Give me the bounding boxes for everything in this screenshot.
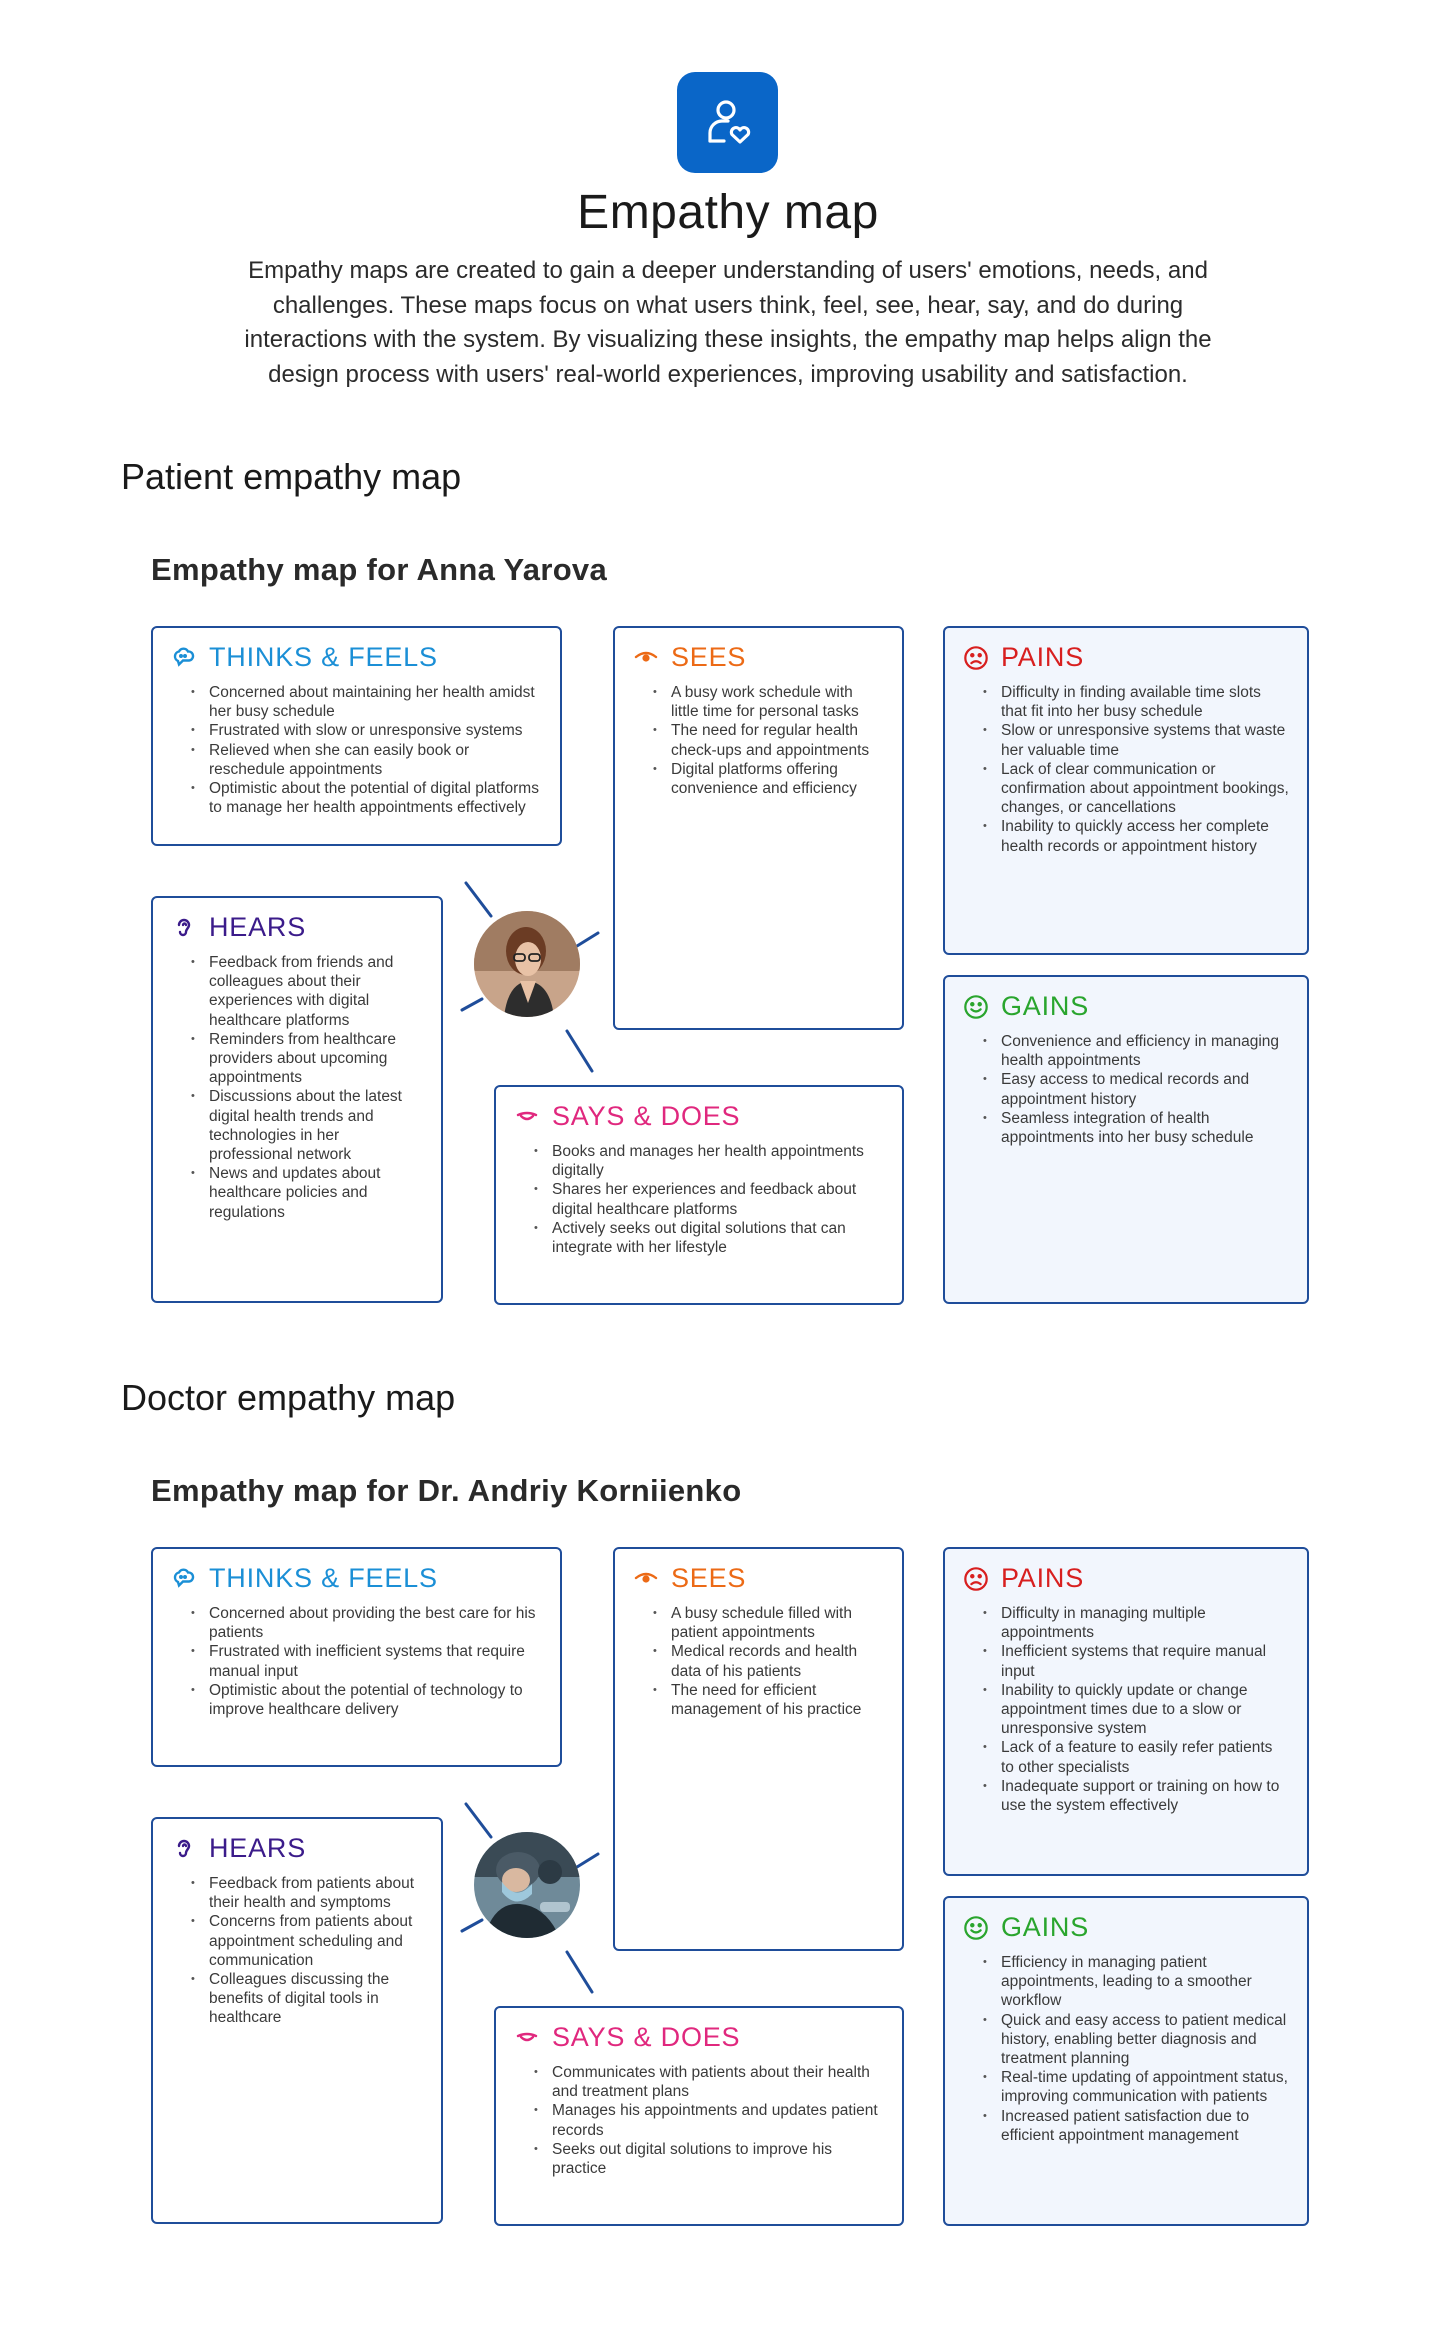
list-item: Discussions about the latest digital hea… (191, 1087, 423, 1164)
list-item: A busy schedule filled with patient appo… (653, 1604, 884, 1642)
mouth-icon (514, 2025, 540, 2051)
card-label: THINKS & FEELS (209, 1563, 438, 1593)
patient-gains-card: GAINS Convenience and efficiency in mana… (943, 975, 1309, 1304)
sad-face-icon (963, 645, 989, 671)
list-item: Lack of clear communication or confirmat… (983, 760, 1289, 818)
list-item: The need for regular health check-ups an… (653, 721, 884, 759)
list-item: Manages his appointments and updates pat… (534, 2101, 884, 2139)
list-item: Difficulty in managing multiple appointm… (983, 1604, 1289, 1642)
doctor-avatar (474, 1832, 580, 1938)
list-item: Concerned about maintaining her health a… (191, 683, 542, 721)
patient-pains-card: PAINS Difficulty in finding available ti… (943, 626, 1309, 955)
list-item: Increased patient satisfaction due to ef… (983, 2107, 1289, 2145)
list-item: Frustrated with inefficient systems that… (191, 1642, 542, 1680)
card-label: GAINS (1001, 1912, 1090, 1942)
list-item: Shares her experiences and feedback abou… (534, 1180, 884, 1218)
list-item: Reminders from healthcare providers abou… (191, 1030, 423, 1088)
list-item: Inadequate support or training on how to… (983, 1777, 1289, 1815)
list-item: Feedback from friends and colleagues abo… (191, 953, 423, 1030)
list-item: Optimistic about the potential of digita… (191, 779, 542, 817)
list-item: Convenience and efficiency in managing h… (983, 1032, 1289, 1070)
list-item: A busy work schedule with little time fo… (653, 683, 884, 721)
card-label: HEARS (209, 912, 307, 942)
card-label: THINKS & FEELS (209, 642, 438, 672)
list-item: Easy access to medical records and appoi… (983, 1070, 1289, 1108)
patient-sees-card: SEES A busy work schedule with little ti… (613, 626, 904, 1030)
list-item: Lack of a feature to easily refer patien… (983, 1738, 1289, 1776)
patient-hears-card: HEARS Feedback from friends and colleagu… (151, 896, 443, 1303)
list-item: Real-time updating of appointment status… (983, 2068, 1289, 2106)
doctor-hears-card: HEARS Feedback from patients about their… (151, 1817, 443, 2224)
doctor-sees-card: SEES A busy schedule filled with patient… (613, 1547, 904, 1951)
patient-map-title: Empathy map for Anna Yarova (151, 552, 608, 587)
patient-avatar (474, 911, 580, 1017)
happy-face-icon (963, 1915, 989, 1941)
list-item: Inability to quickly access her complete… (983, 817, 1289, 855)
card-label: PAINS (1001, 1563, 1085, 1593)
card-label: HEARS (209, 1833, 307, 1863)
thought-bubble-icon (171, 1566, 197, 1592)
sad-face-icon (963, 1566, 989, 1592)
list-item: Books and manages her health appointment… (534, 1142, 884, 1180)
doctor-map-title: Empathy map for Dr. Andriy Korniienko (151, 1473, 742, 1508)
list-item: Concerned about providing the best care … (191, 1604, 542, 1642)
doctor-section-title: Doctor empathy map (121, 1377, 456, 1418)
list-item: Inefficient systems that require manual … (983, 1642, 1289, 1680)
doctor-gains-card: GAINS Efficiency in managing patient app… (943, 1896, 1309, 2226)
mouth-icon (514, 1104, 540, 1130)
ear-icon (171, 915, 197, 941)
happy-face-icon (963, 994, 989, 1020)
list-item: Communicates with patients about their h… (534, 2063, 884, 2101)
page-title: Empathy map (577, 186, 879, 239)
ear-icon (171, 1836, 197, 1862)
list-item: Digital platforms offering convenience a… (653, 760, 884, 798)
user-heart-icon (677, 72, 778, 173)
list-item: Slow or unresponsive systems that waste … (983, 721, 1289, 759)
eye-icon (633, 645, 659, 671)
card-label: SAYS & DOES (552, 2022, 741, 2052)
card-label: PAINS (1001, 642, 1085, 672)
list-item: Seamless integration of health appointme… (983, 1109, 1289, 1147)
list-item: Frustrated with slow or unresponsive sys… (191, 721, 542, 740)
patient-says-does-card: SAYS & DOES Books and manages her health… (494, 1085, 904, 1305)
list-item: Efficiency in managing patient appointme… (983, 1953, 1289, 2011)
doctor-thinks-feels-card: THINKS & FEELS Concerned about providing… (151, 1547, 562, 1767)
list-item: Relieved when she can easily book or res… (191, 741, 542, 779)
card-label: SEES (671, 642, 747, 672)
page-intro: Empathy maps are created to gain a deepe… (244, 257, 1212, 388)
list-item: News and updates about healthcare polici… (191, 1164, 423, 1222)
thought-bubble-icon (171, 645, 197, 671)
list-item: Inability to quickly update or change ap… (983, 1681, 1289, 1739)
patient-section-title: Patient empathy map (121, 456, 462, 497)
card-label: GAINS (1001, 991, 1090, 1021)
patient-thinks-feels-card: THINKS & FEELS Concerned about maintaini… (151, 626, 562, 846)
card-label: SAYS & DOES (552, 1101, 741, 1131)
list-item: Optimistic about the potential of techno… (191, 1681, 542, 1719)
list-item: The need for efficient management of his… (653, 1681, 884, 1719)
list-item: Quick and easy access to patient medical… (983, 2011, 1289, 2069)
list-item: Feedback from patients about their healt… (191, 1874, 423, 1912)
eye-icon (633, 1566, 659, 1592)
list-item: Medical records and health data of his p… (653, 1642, 884, 1680)
list-item: Concerns from patients about appointment… (191, 1912, 423, 1970)
list-item: Seeks out digital solutions to improve h… (534, 2140, 884, 2178)
doctor-pains-card: PAINS Difficulty in managing multiple ap… (943, 1547, 1309, 1876)
doctor-says-does-card: SAYS & DOES Communicates with patients a… (494, 2006, 904, 2226)
list-item: Difficulty in finding available time slo… (983, 683, 1289, 721)
list-item: Colleagues discussing the benefits of di… (191, 1970, 423, 2028)
card-label: SEES (671, 1563, 747, 1593)
list-item: Actively seeks out digital solutions tha… (534, 1219, 884, 1257)
